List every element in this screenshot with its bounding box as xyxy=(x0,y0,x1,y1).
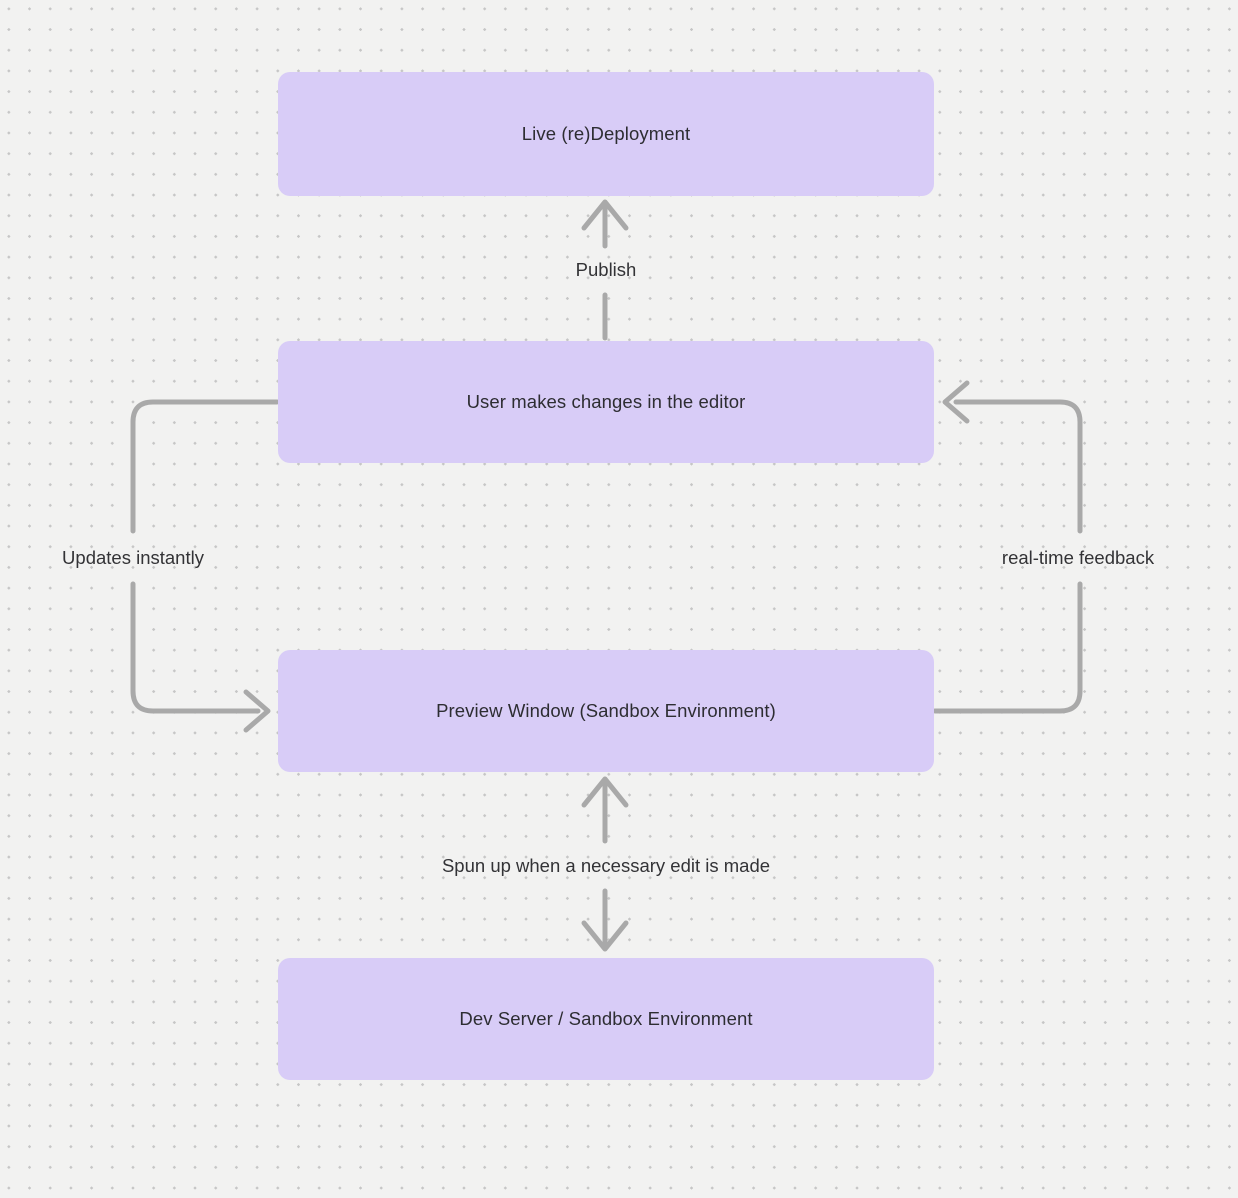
edge-label-updates-instantly: Updates instantly xyxy=(62,547,204,568)
node-preview-window-label: Preview Window (Sandbox Environment) xyxy=(436,700,776,721)
edge-label-sandbox-spinup: Spun up when a necessary edit is made xyxy=(441,855,771,876)
node-user-changes-label: User makes changes in the editor xyxy=(466,391,746,412)
edge-label-publish: Publish xyxy=(575,259,637,280)
node-live-redeployment: Live (re)Deployment xyxy=(278,72,934,196)
node-live-redeployment-label: Live (re)Deployment xyxy=(521,123,691,144)
edge-label-realtime-feedback: real-time feedback xyxy=(1001,547,1155,568)
node-user-changes: User makes changes in the editor xyxy=(278,341,934,463)
node-preview-window: Preview Window (Sandbox Environment) xyxy=(278,650,934,772)
node-dev-server-label: Dev Server / Sandbox Environment xyxy=(459,1008,753,1029)
node-dev-server: Dev Server / Sandbox Environment xyxy=(278,958,934,1080)
